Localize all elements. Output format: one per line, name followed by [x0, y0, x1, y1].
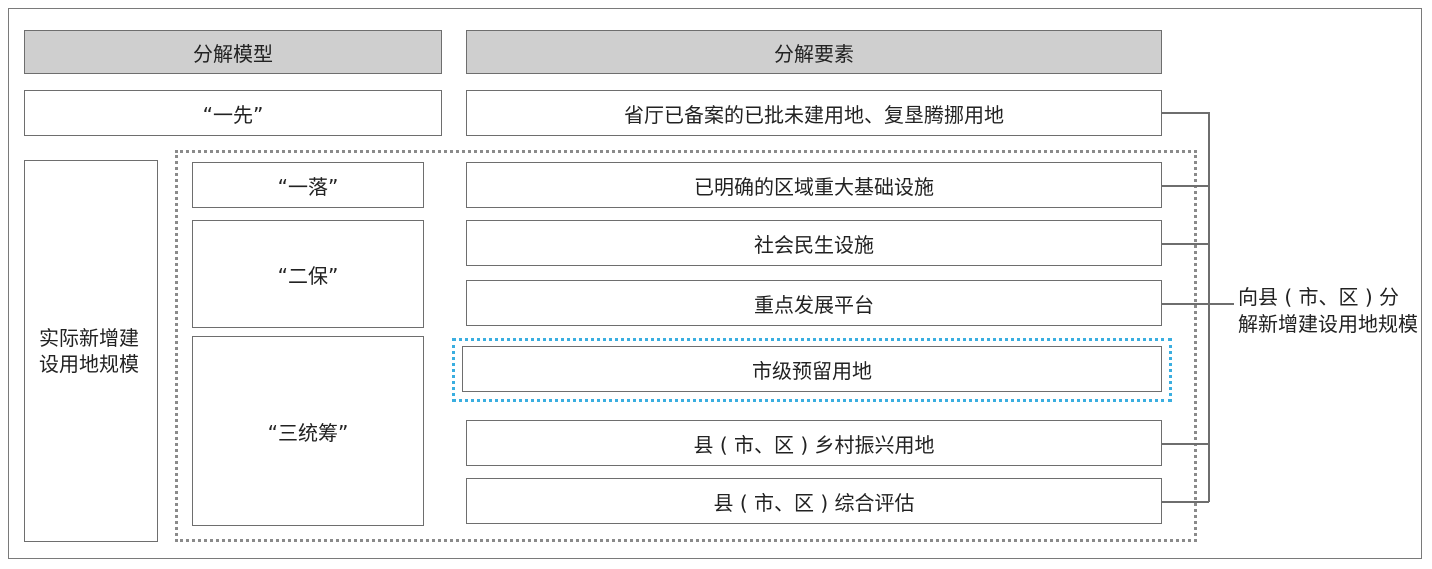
connector-row-3	[1162, 243, 1209, 245]
connector-to-result	[1208, 303, 1234, 305]
highlight-dotted-border	[452, 338, 1172, 402]
header-decomposition-elements: 分解要素	[466, 30, 1162, 74]
header-decomposition-model: 分解模型	[24, 30, 442, 74]
model-bao: “二保”	[192, 220, 424, 328]
element-comprehensive-evaluation: 县 ( 市、区 ) 综合评估	[466, 478, 1162, 524]
group-dotted-border	[175, 150, 1197, 542]
model-first: “一先”	[24, 90, 442, 136]
connector-row-4	[1162, 303, 1209, 305]
connector-vertical	[1208, 112, 1210, 502]
element-city-reserved-land: 市级预留用地	[462, 346, 1162, 392]
connector-row-1	[1162, 112, 1209, 114]
model-tongchou: “三统筹”	[192, 336, 424, 526]
model-actual-new-construction-scale: 实际新增建设用地规模	[24, 160, 158, 542]
element-key-development-platform: 重点发展平台	[466, 280, 1162, 326]
diagram-frame	[8, 8, 1422, 559]
result-allocate-to-counties: 向县 ( 市、区 ) 分解新增建设用地规模	[1238, 285, 1418, 336]
model-actual-scale-text: 实际新增建设用地规模	[39, 326, 139, 376]
element-major-infrastructure: 已明确的区域重大基础设施	[466, 162, 1162, 208]
connector-row-7	[1162, 501, 1209, 503]
connector-row-2	[1162, 185, 1209, 187]
element-social-livelihood: 社会民生设施	[466, 220, 1162, 266]
element-approved-unbuilt-land: 省厅已备案的已批未建用地、复垦腾挪用地	[466, 90, 1162, 136]
element-rural-revitalization-land: 县 ( 市、区 ) 乡村振兴用地	[466, 420, 1162, 466]
model-luo: “一落”	[192, 162, 424, 208]
connector-row-6	[1162, 443, 1209, 445]
